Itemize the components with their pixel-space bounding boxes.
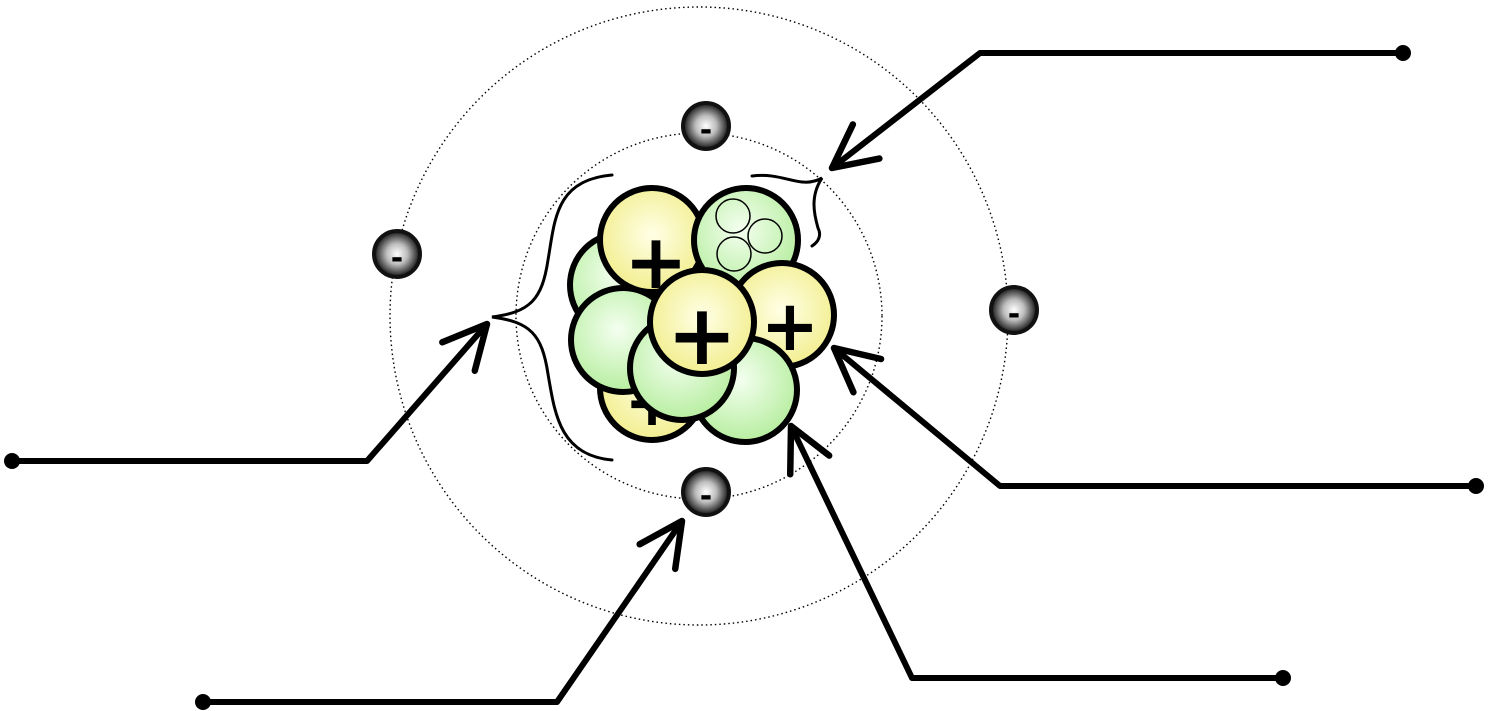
label-dot-top-right xyxy=(1395,45,1411,61)
proton-symbol: + xyxy=(667,286,737,384)
label-dot-left xyxy=(4,453,20,469)
electron-symbol: - xyxy=(1008,297,1020,332)
pointer-proton xyxy=(834,348,1476,486)
label-dot-bottom-right xyxy=(1275,670,1291,686)
nucleus: + + + + xyxy=(570,188,834,442)
pointer-electron xyxy=(203,521,682,702)
electron: - xyxy=(374,231,420,277)
electron-symbol: - xyxy=(700,479,712,514)
electron: - xyxy=(683,469,729,515)
electron-symbol: - xyxy=(700,113,712,148)
label-dot-right xyxy=(1468,478,1484,494)
pointer-neutron xyxy=(791,426,1283,678)
pointer-quarks xyxy=(832,53,1403,168)
electron-symbol: - xyxy=(391,241,403,276)
electron: - xyxy=(991,287,1037,333)
label-dot-bottom-left xyxy=(195,694,211,710)
electron: - xyxy=(683,103,729,149)
